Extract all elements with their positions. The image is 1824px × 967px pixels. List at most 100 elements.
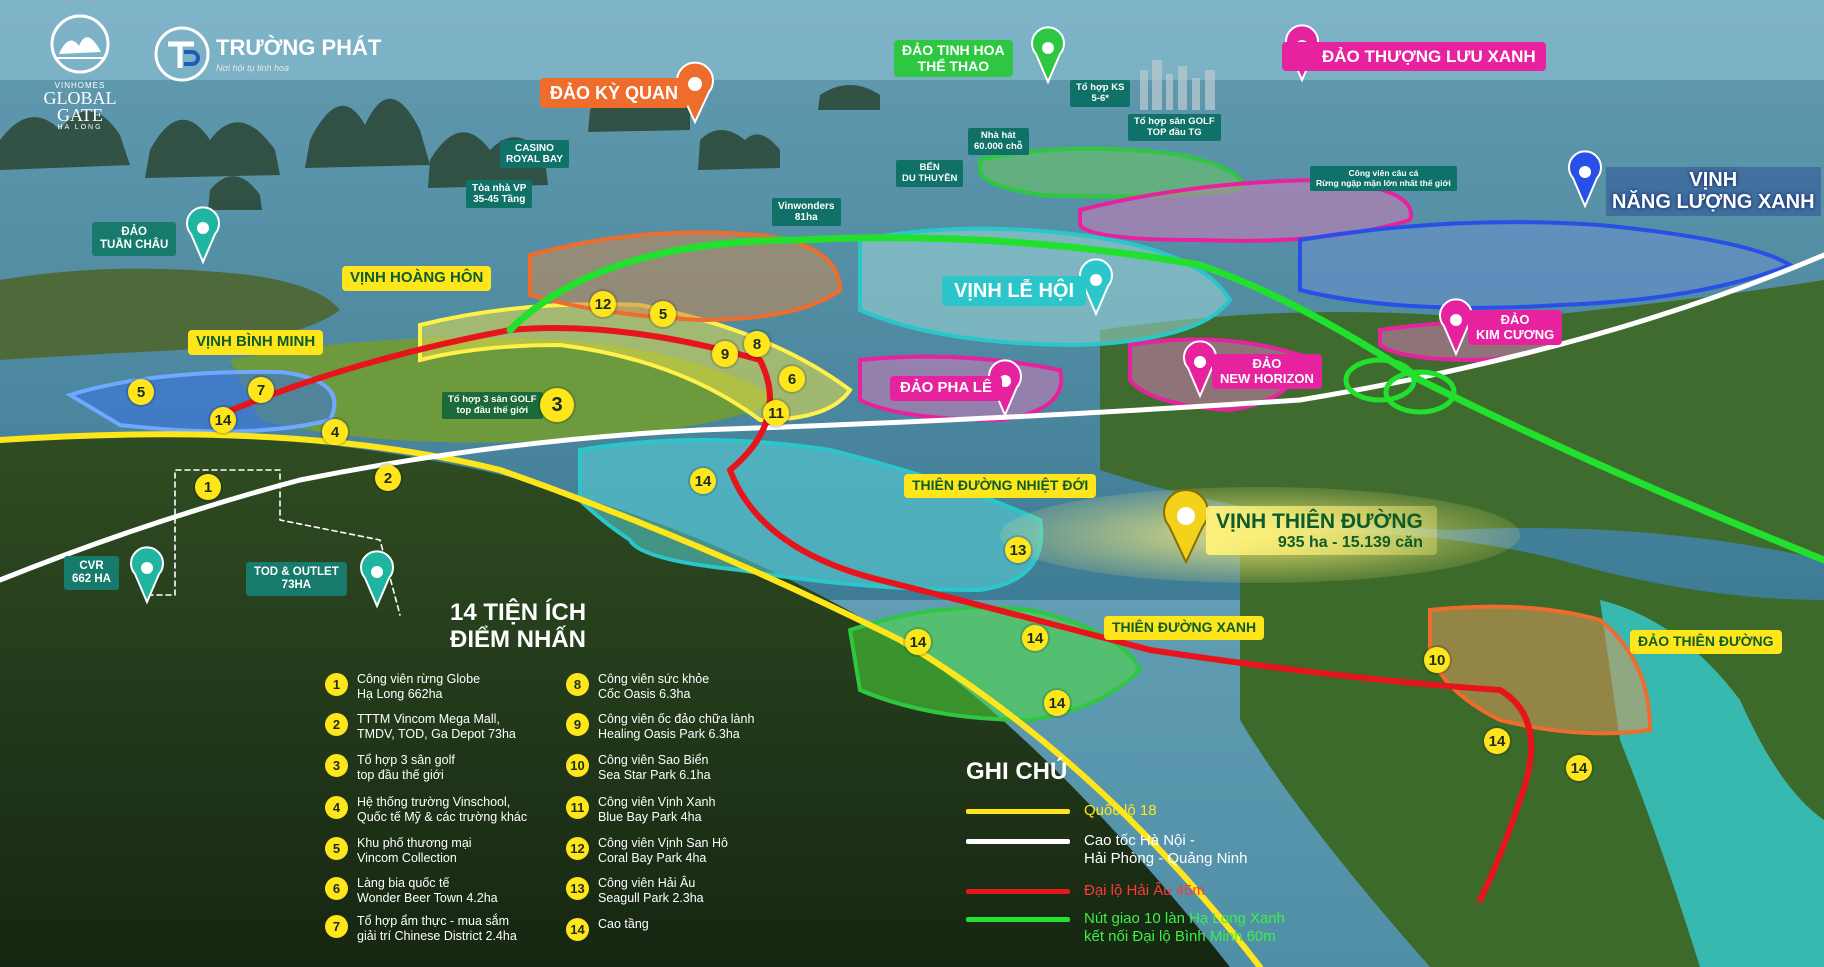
location-pin-icon [1031, 26, 1065, 85]
tag-casino: CASINO ROYAL BAY [500, 140, 569, 169]
tag-vinwonders: Vinwonders 81ha [772, 198, 841, 227]
legend-item: Cao tốc Hà Nội - Hải Phòng - Quảng Ninh [966, 832, 1247, 868]
amenity-number: 4 [325, 796, 348, 819]
tag-cong-vien-cau-ca: Công viên câu cá Rừng ngập mặn lớn nhất … [1310, 166, 1457, 192]
label-vinh-hoang-hon: VỊNH HOÀNG HÔN [342, 266, 492, 291]
amenity-item: 4 Hệ thống trường Vinschool, Quốc tế Mỹ &… [325, 795, 527, 826]
amenity-number: 12 [566, 837, 589, 860]
tag-nha-hat: Nhà hát 60.000 chỗ [968, 128, 1029, 156]
beach [1600, 600, 1824, 967]
legend-title: GHI CHÚ [966, 758, 1068, 785]
amenity-number: 13 [566, 877, 589, 900]
label-vinh-thien-duong: VỊNH THIÊN ĐƯỜNG 935 ha - 15.139 căn [1206, 506, 1437, 556]
legend-swatch-ql18 [966, 809, 1070, 814]
skyline [1140, 60, 1215, 110]
logo1-mid: GLOBAL GATE [43, 88, 117, 126]
amenity-number: 8 [566, 673, 589, 696]
location-pin-icon [130, 546, 164, 605]
label-dao-tuan-chau: ĐẢO TUẦN CHÂU [92, 222, 177, 256]
tag-ben-du-thuyen: BẾN DU THUYỀN [896, 160, 964, 188]
amenity-number: 14 [566, 918, 589, 941]
legend-text: Nút giao 10 làn Hạ Long Xanh kết nối Đại… [1084, 910, 1285, 945]
tag-san-golf-tg: Tổ hợp sân GOLF TOP đầu TG [1128, 114, 1221, 142]
map-marker-4: 4 [322, 419, 348, 445]
map-marker-14g: 14 [1566, 755, 1592, 781]
amenity-item: 8 Công viên sức khỏe Cốc Oasis 6.3ha [566, 672, 709, 703]
label-vinh-binh-minh: VỊNH BÌNH MINH [188, 330, 324, 355]
map-marker-14c: 14 [905, 629, 931, 655]
vinhomes-logo: VINHOMES GLOBAL GATE HA LONG [30, 14, 130, 131]
label-thien-duong-xanh: THIÊN ĐƯỜNG XANH [1104, 616, 1265, 640]
label-vinh-le-hoi: VỊNH LỄ HỘI [942, 276, 1087, 307]
amenity-text: TTTM Vincom Mega Mall, TMDV, TOD, Ga Dep… [357, 712, 516, 742]
vinh-thien-duong-sub: 935 ha - 15.139 căn [1277, 533, 1423, 551]
map-marker-14f: 14 [1484, 728, 1510, 754]
amenity-text: Công viên Sao Biển Sea Star Park 6.1ha [598, 753, 711, 783]
map-marker-14d: 14 [1022, 625, 1048, 651]
amenity-number: 6 [325, 877, 348, 900]
label-dao-new-horizon: ĐẢO NEW HORIZON [1212, 354, 1322, 390]
logo1-bot: HA LONG [57, 124, 103, 132]
vinh-thien-duong-title: VỊNH THIÊN ĐƯỜNG [1216, 510, 1423, 533]
legend-text: Quốc lộ 18 [1084, 802, 1157, 819]
logo2-slogan: Nơi hội tụ tinh hoa [216, 63, 289, 73]
legend-item: Đại lộ Hải Âu 45m [966, 882, 1205, 900]
map-marker-9: 9 [712, 341, 738, 367]
map-marker-8: 8 [744, 331, 770, 357]
label-tod-outlet: TOD & OUTLET 73HA [246, 562, 347, 596]
map-marker-14b: 14 [690, 468, 716, 494]
legend-item: Nút giao 10 làn Hạ Long Xanh kết nối Đại… [966, 910, 1285, 946]
amenity-text: Làng bia quốc tế Wonder Beer Town 4.2ha [357, 876, 498, 906]
amenity-item: 3 Tổ hợp 3 sân golf top đầu thế giới [325, 753, 455, 784]
legend-text: Cao tốc Hà Nội - Hải Phòng - Quảng Ninh [1084, 832, 1248, 867]
map-marker-10: 10 [1424, 647, 1450, 673]
label-dao-tinh-hoa: ĐẢO TINH HOA THỂ THAO [894, 40, 1013, 78]
amenity-text: Cao tầng [598, 917, 649, 931]
tag-to-hop-ks: Tổ hợp KS 5-6* [1070, 80, 1131, 108]
legend-swatch-expressway [966, 839, 1070, 844]
label-dao-thien-duong: ĐẢO THIÊN ĐƯỜNG [1630, 630, 1782, 654]
amenity-number: 3 [325, 754, 348, 777]
location-pin-icon [360, 550, 394, 609]
location-pin-icon [186, 206, 220, 265]
truong-phat-logo: TRƯỜNG PHÁT Nơi hội tụ tinh hoa [154, 26, 381, 82]
karst-islands [0, 85, 880, 210]
map-marker-11: 11 [763, 400, 789, 426]
road-hai-au [217, 325, 1535, 903]
amenity-item: 13 Công viên Hải Âu Seagull Park 2.3ha [566, 876, 704, 907]
legend-item: Quốc lộ 18 [966, 802, 1157, 820]
amenity-text: Công viên sức khỏe Cốc Oasis 6.3ha [598, 672, 710, 702]
truong-phat-logo-icon [154, 26, 210, 82]
location-pin-icon [1568, 150, 1602, 209]
tag-golf3: Tổ hợp 3 sân GOLF top đầu thế giới [442, 392, 543, 420]
legend-swatch-binh-minh [966, 917, 1070, 922]
road-ql18 [0, 431, 1263, 967]
map-marker-2: 2 [375, 465, 401, 491]
label-cvr: CVR 662 HA [64, 556, 119, 590]
amenity-text: Tổ hợp 3 sân golf top đầu thế giới [357, 753, 455, 783]
amenity-number: 11 [566, 796, 589, 819]
amenity-text: Công viên Hải Âu Seagull Park 2.3ha [598, 876, 704, 906]
map-marker-14a: 14 [210, 407, 236, 433]
amenity-text: Hệ thống trường Vinschool, Quốc tế Mỹ & … [357, 795, 528, 825]
amenity-text: Công viên Vịnh San Hô Coral Bay Park 4ha [598, 836, 728, 866]
vinhomes-logo-icon [50, 14, 110, 74]
map-marker-12: 12 [590, 291, 616, 317]
amenity-number: 5 [325, 837, 348, 860]
map-marker-3: 3 [540, 388, 574, 422]
amenity-number: 7 [325, 915, 348, 938]
amenity-number: 10 [566, 754, 589, 777]
legend-swatch-hai-au [966, 889, 1070, 894]
amenity-item: 12 Công viên Vịnh San Hô Coral Bay Park 4… [566, 836, 728, 867]
logo2-name: TRƯỜNG PHÁT [216, 35, 382, 60]
legend-text: Đại lộ Hải Âu 45m [1084, 882, 1205, 899]
amenity-text: Công viên rừng Globe Hạ Long 662ha [357, 672, 481, 702]
amenity-text: Công viên ốc đảo chữa lành Healing Oasis… [598, 712, 755, 742]
logo1-top: VINHOMES [54, 81, 106, 90]
